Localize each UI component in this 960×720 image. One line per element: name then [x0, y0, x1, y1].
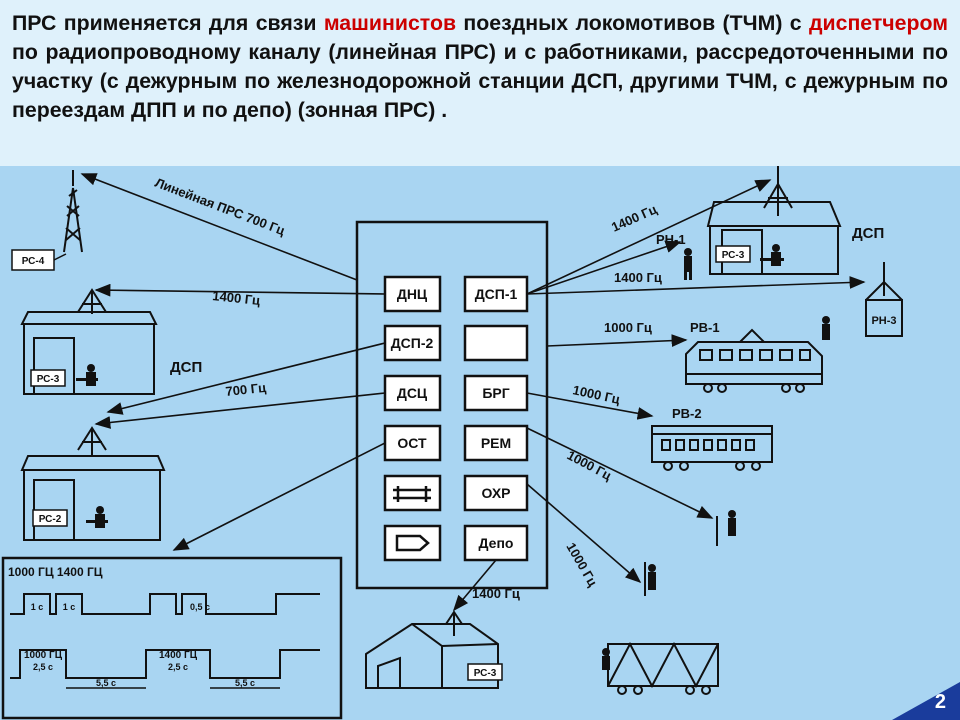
operator-icon — [760, 244, 784, 266]
dsp-left-label: ДСП — [170, 359, 202, 376]
worker-icon — [602, 648, 610, 670]
freq-label: 1000 Гц — [604, 320, 652, 335]
freq-label: 1400 Гц — [609, 202, 659, 235]
timing-row2-a-dur: 2,5 с — [33, 662, 53, 672]
block-dsp2: ДСП-2 — [391, 335, 434, 351]
arrow-box-block — [383, 524, 442, 562]
freq-label: 1400 Гц — [472, 586, 520, 601]
timing-row2-b-dur: 2,5 с — [168, 662, 188, 672]
operator-icon — [76, 364, 98, 386]
operator-icon — [86, 506, 108, 528]
rv2-label: РВ-2 — [672, 406, 702, 421]
block-ohr: ОХР — [481, 485, 510, 501]
slide-corner-shape — [892, 682, 960, 720]
freq-label: 1400 Гц — [212, 288, 261, 308]
text-part: поездных локомотивов (ТЧМ) с — [456, 11, 809, 35]
slide-number-badge: 2 — [892, 682, 960, 720]
timing-title: 1000 ГЦ 1400 ГЦ — [8, 565, 103, 579]
radio-communication-diagram: ДНЦ ДСП-2 ДСЦ ОСТ ДСП-1 БРГ РЕМ ОХР Депо… — [0, 166, 960, 720]
locomotive-icon — [685, 328, 823, 393]
text-highlight-drivers: машинистов — [323, 11, 457, 35]
radio-tower-icon — [63, 170, 83, 253]
station-building-left — [20, 288, 158, 395]
worker-icon — [684, 248, 692, 280]
timing-t3: 0,5 с — [190, 602, 210, 612]
freq-label: 700 Гц — [225, 380, 267, 399]
passenger-car-icon — [651, 425, 773, 471]
freq-label: 1000 Гц — [565, 447, 614, 483]
timing-diagram: 1000 ГЦ 1400 ГЦ 1 с 1 с 0,5 с 1000 ГЦ 2,… — [1, 556, 343, 720]
freq-label: 1000 Гц — [563, 540, 600, 589]
station-building-right — [706, 166, 842, 275]
worker-icon — [644, 510, 736, 596]
rv1-label: РВ-1 — [690, 320, 720, 335]
rn3-pole — [865, 262, 903, 337]
block-ost: ОСТ — [397, 435, 427, 451]
timing-gap1: 5,5 с — [96, 678, 116, 688]
arrow-box-icon — [395, 534, 430, 552]
radio-links — [80, 173, 866, 612]
depot-building-icon — [365, 610, 499, 689]
text-part: ПРС применяется для связи — [12, 11, 324, 35]
switch-icon — [393, 486, 431, 502]
rs3-depot-label: РС-3 — [474, 668, 497, 679]
block-depo: Депо — [479, 535, 514, 551]
freq-label: 1400 Гц — [614, 270, 662, 285]
freight-car-icon — [607, 641, 719, 695]
switch-block — [383, 474, 442, 512]
timing-t1: 1 с — [31, 602, 44, 612]
timing-row2-a: 1000 ГЦ — [24, 650, 63, 661]
rs3-right-label: РС-3 — [722, 250, 745, 261]
timing-gap2: 5,5 с — [235, 678, 255, 688]
block-dsc: ДСЦ — [397, 385, 428, 401]
block-brg: БРГ — [482, 385, 509, 401]
rn3-label: РН-3 — [871, 315, 896, 327]
text-highlight-dispatcher: диспетчером — [808, 11, 948, 35]
block-dsp1: ДСП-1 — [475, 286, 518, 302]
worker-icon — [822, 316, 830, 340]
text-part: по радиопроводному каналу (линейная ПРС)… — [12, 40, 948, 122]
rs3-left-label: РС-3 — [37, 374, 60, 385]
control-panel: ДНЦ ДСП-2 ДСЦ ОСТ ДСП-1 БРГ РЕМ ОХР Депо — [355, 220, 549, 590]
block-dnc: ДНЦ — [397, 286, 428, 302]
block-rem: РЕМ — [481, 435, 511, 451]
dsp-right-label: ДСП — [852, 225, 884, 242]
slide-number: 2 — [934, 691, 946, 713]
slide-description: ПРС применяется для связи машинистов пое… — [0, 0, 960, 166]
timing-t2: 1 с — [63, 602, 76, 612]
timing-row2-b: 1400 ГЦ — [159, 650, 198, 661]
rs2-label: РС-2 — [39, 514, 62, 525]
rs4-label: РС-4 — [22, 256, 45, 267]
line-prs-label: Линейная ПРС 700 Гц — [153, 175, 287, 238]
